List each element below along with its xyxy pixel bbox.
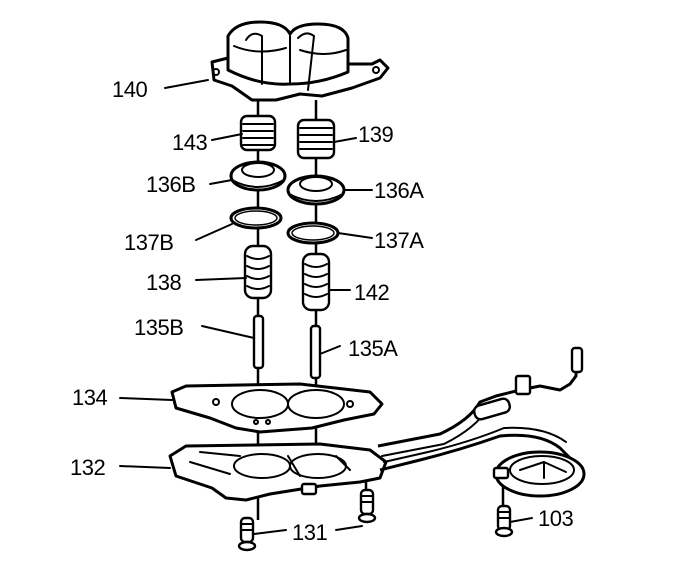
leader-134 (119, 397, 173, 401)
callout-137B: 137B (124, 230, 173, 255)
leader-136B (209, 179, 233, 185)
callout-136A: 136A (374, 178, 424, 203)
piston-right (286, 174, 346, 206)
pin-left (252, 314, 265, 370)
leader-143 (211, 133, 243, 141)
seal-ring-right (286, 221, 340, 245)
spacer-plate (168, 442, 388, 502)
bolt-131-right (357, 488, 377, 524)
transmission-tube-and-filter (377, 346, 586, 498)
bolt-131-left (237, 516, 257, 552)
bolt-103 (494, 504, 514, 538)
callout-139: 139 (358, 122, 393, 147)
piston-left (229, 160, 287, 192)
leader-138 (195, 277, 247, 281)
spring-outer-right (296, 118, 336, 160)
leader-131-right (335, 525, 363, 531)
callout-135B: 135B (134, 315, 183, 340)
callout-103: 103 (538, 506, 573, 531)
callout-138: 138 (146, 270, 181, 295)
leader-140 (164, 79, 209, 89)
accumulator-cover (210, 20, 390, 102)
callout-131: 131 (292, 520, 327, 545)
leader-135A (319, 345, 341, 355)
leader-131-left (253, 529, 287, 535)
callout-143: 143 (172, 130, 207, 155)
callout-132: 132 (70, 455, 105, 480)
leader-103 (509, 517, 533, 523)
callout-134: 134 (72, 385, 107, 410)
leader-135B (201, 325, 255, 339)
leader-132 (119, 465, 171, 469)
leader-lines (119, 79, 533, 535)
gasket (170, 382, 384, 434)
seal-ring-left (229, 206, 283, 230)
spring-inner-left (243, 244, 273, 300)
callout-140: 140 (112, 77, 147, 102)
leader-137A (337, 232, 373, 239)
leader-139 (333, 137, 357, 143)
callout-137A: 137A (374, 228, 424, 253)
pin-right (309, 324, 322, 380)
callout-135A: 135A (348, 336, 398, 361)
callout-136B: 136B (146, 172, 195, 197)
callout-labels: 140 143 139 136B 136A 137B 137A 138 142 … (70, 77, 574, 545)
spring-inner-right (301, 252, 331, 312)
callout-142: 142 (354, 280, 389, 305)
leader-137B (195, 223, 233, 241)
spring-outer-left (239, 114, 277, 152)
